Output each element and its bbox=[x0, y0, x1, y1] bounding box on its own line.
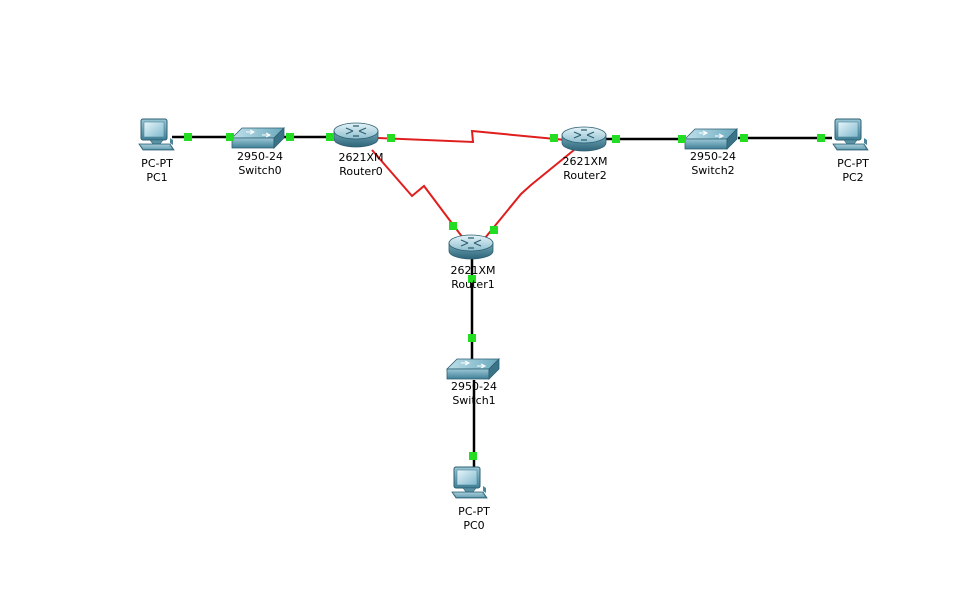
device-model: 2950-24 bbox=[690, 150, 736, 163]
pc-icon[interactable] bbox=[138, 118, 175, 151]
port-light bbox=[226, 133, 234, 141]
device-name: Router1 bbox=[451, 278, 495, 291]
device-label-router1: 2621XM Router1 bbox=[450, 264, 495, 292]
port-light bbox=[817, 134, 825, 142]
device-label-pc2: PC-PT PC2 bbox=[837, 157, 869, 185]
port-light bbox=[184, 133, 192, 141]
device-model: 2621XM bbox=[562, 155, 608, 168]
port-light bbox=[678, 135, 686, 143]
device-name: Switch0 bbox=[238, 164, 282, 177]
device-model: 2950-24 bbox=[237, 150, 283, 163]
port-light bbox=[550, 134, 558, 142]
pc-icon[interactable] bbox=[451, 466, 488, 499]
device-name: Switch1 bbox=[452, 394, 496, 407]
device-name: Router0 bbox=[339, 165, 383, 178]
device-name: PC0 bbox=[463, 519, 485, 532]
device-name: Switch2 bbox=[691, 164, 735, 177]
port-light bbox=[326, 133, 334, 141]
device-model: PC-PT bbox=[141, 157, 173, 170]
device-model: PC-PT bbox=[837, 157, 869, 170]
switch-icon[interactable] bbox=[231, 127, 285, 149]
serial-cable-router0-router1[interactable] bbox=[371, 149, 464, 239]
device-label-pc0: PC-PT PC0 bbox=[458, 505, 490, 533]
port-light bbox=[449, 222, 457, 230]
device-label-router2: 2621XM Router2 bbox=[562, 155, 607, 183]
device-label-router0: 2621XM Router0 bbox=[338, 151, 383, 179]
port-light bbox=[612, 135, 620, 143]
serial-cable-router0-router2[interactable] bbox=[377, 129, 567, 144]
router-icon[interactable] bbox=[561, 126, 607, 152]
port-light bbox=[740, 134, 748, 142]
router-icon[interactable] bbox=[333, 122, 379, 148]
device-label-pc1: PC-PT PC1 bbox=[141, 157, 173, 185]
router-icon[interactable] bbox=[448, 234, 494, 260]
port-light bbox=[286, 133, 294, 141]
serial-cable-router2-router1[interactable] bbox=[484, 149, 575, 239]
cable-layer bbox=[172, 129, 832, 470]
port-light bbox=[490, 226, 498, 234]
device-model: 2950-24 bbox=[451, 380, 497, 393]
device-model: PC-PT bbox=[458, 505, 490, 518]
port-lights bbox=[184, 133, 825, 460]
switch-icon[interactable] bbox=[684, 128, 738, 150]
pc-icon[interactable] bbox=[832, 118, 869, 151]
device-model: 2621XM bbox=[450, 264, 496, 277]
device-name: Router2 bbox=[563, 169, 607, 182]
device-model: 2621XM bbox=[338, 151, 384, 164]
port-light bbox=[469, 452, 477, 460]
device-label-switch0: 2950-24 Switch0 bbox=[237, 150, 283, 178]
device-name: PC1 bbox=[146, 171, 168, 184]
port-light bbox=[468, 275, 476, 283]
device-name: PC2 bbox=[842, 171, 864, 184]
device-label-switch1: 2950-24 Switch1 bbox=[451, 380, 497, 408]
port-light bbox=[387, 134, 395, 142]
port-light bbox=[468, 334, 476, 342]
switch-icon[interactable] bbox=[446, 358, 500, 380]
device-label-switch2: 2950-24 Switch2 bbox=[690, 150, 736, 178]
